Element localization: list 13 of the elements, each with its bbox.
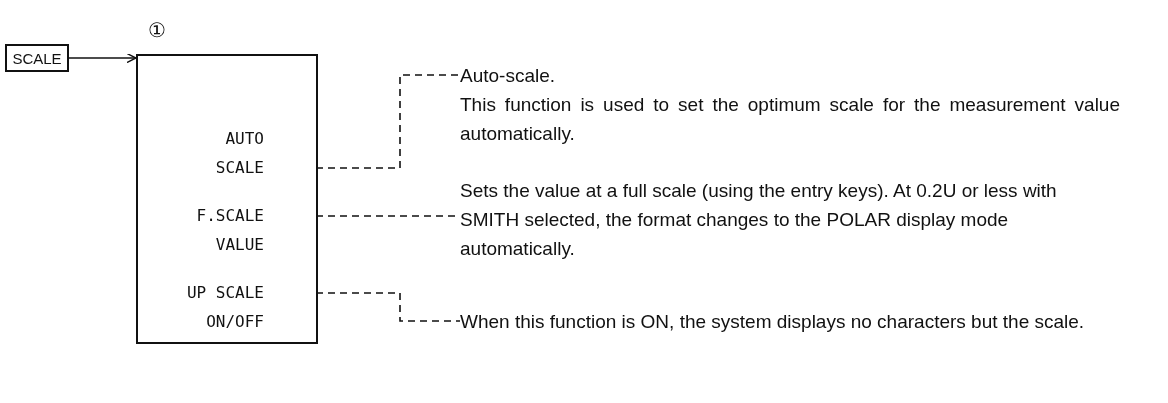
description-text: Sets the value at a full scale (using the entry keys). At 0.2U or less with SMITH selected, the format changes to the POLAR display mode automatically. (460, 176, 1120, 266)
description-text: When this function is ON, the system displays no characters but the scale. (460, 307, 1120, 367)
leader-line (315, 74, 461, 169)
description-text: Auto-scale. (460, 64, 557, 88)
softkey-label: UP SCALE ON/OFF (138, 278, 316, 338)
arrow (68, 52, 137, 64)
key-button: SCALE (5, 44, 69, 72)
softkey-label: F.SCALE VALUE (138, 201, 316, 261)
softkey-label: AUTO SCALE (138, 124, 316, 184)
description-text: This function is used to set the optimum scale for the measurement value automatically. (460, 93, 1120, 146)
softkey-menu-box (136, 54, 318, 344)
callout-number: ① (148, 18, 166, 42)
leader-line (315, 292, 461, 322)
